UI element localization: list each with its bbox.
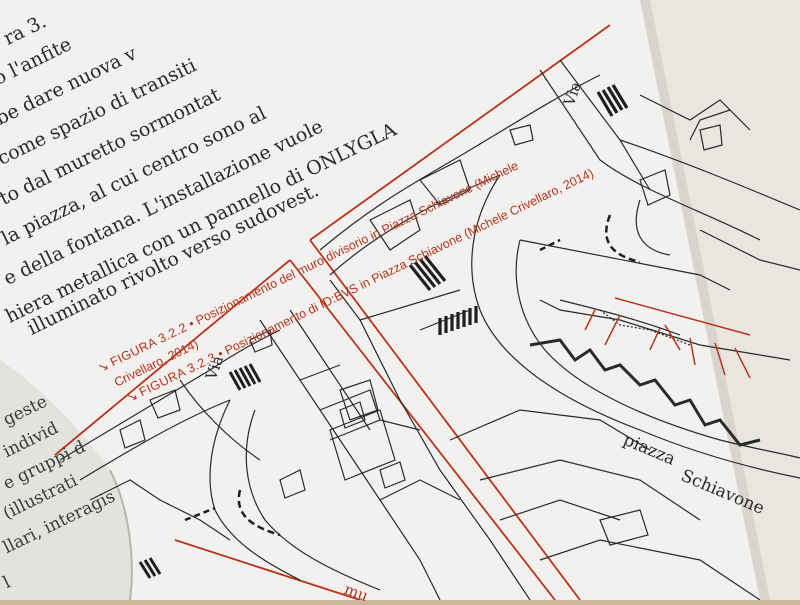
installation-marker	[584, 297, 751, 379]
map-frame-lower	[54, 259, 556, 600]
dashed-arc-lower	[237, 489, 281, 537]
crosswalks-upper	[408, 84, 629, 335]
crosswalks-lower	[138, 363, 262, 579]
map-lower-streets	[59, 309, 461, 600]
dashed-arc-upper	[605, 214, 641, 264]
piazza-wall	[529, 309, 761, 447]
main-page	[0, 0, 760, 600]
map-upper-streets	[319, 59, 800, 600]
left-page	[0, 360, 132, 600]
